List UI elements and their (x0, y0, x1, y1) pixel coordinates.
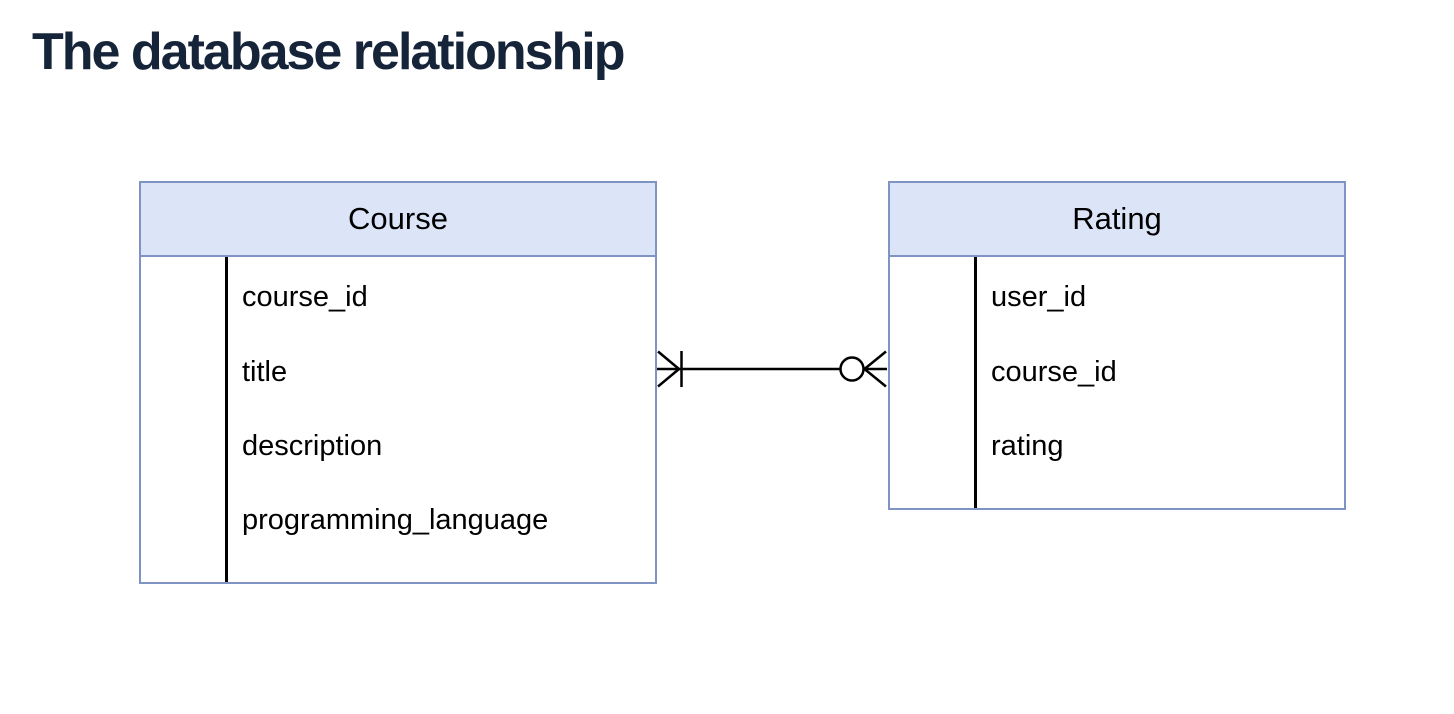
entity-course-name: Course (348, 200, 448, 236)
attribute-row: programming_language (242, 504, 549, 537)
entity-rating-attributes: user_id course_id rating (890, 257, 1344, 484)
page-title: The database relationship (32, 23, 625, 81)
entity-rating-name: Rating (1072, 200, 1162, 236)
entity-rating-key-divider (974, 256, 977, 508)
attribute-row: course_id (242, 281, 368, 314)
entity-course-body: course_id title description programming_… (141, 256, 655, 582)
entity-rating-body: user_id course_id rating (890, 256, 1344, 508)
entity-course: Course course_id title description progr… (139, 181, 657, 584)
attribute-row: course_id (991, 355, 1117, 388)
entity-course-header: Course (141, 183, 655, 257)
attribute-row: rating (991, 429, 1064, 462)
entity-course-key-divider (225, 256, 228, 582)
attribute-row: description (242, 429, 383, 462)
attribute-row: title (242, 355, 288, 388)
entity-course-attributes: course_id title description programming_… (141, 257, 655, 559)
entity-rating: Rating user_id course_id rating (888, 181, 1346, 510)
entity-rating-header: Rating (890, 183, 1344, 257)
cardinality-one-or-many-icon (657, 350, 683, 388)
cardinality-zero-or-many-icon (839, 350, 887, 388)
attribute-row: user_id (991, 281, 1087, 314)
